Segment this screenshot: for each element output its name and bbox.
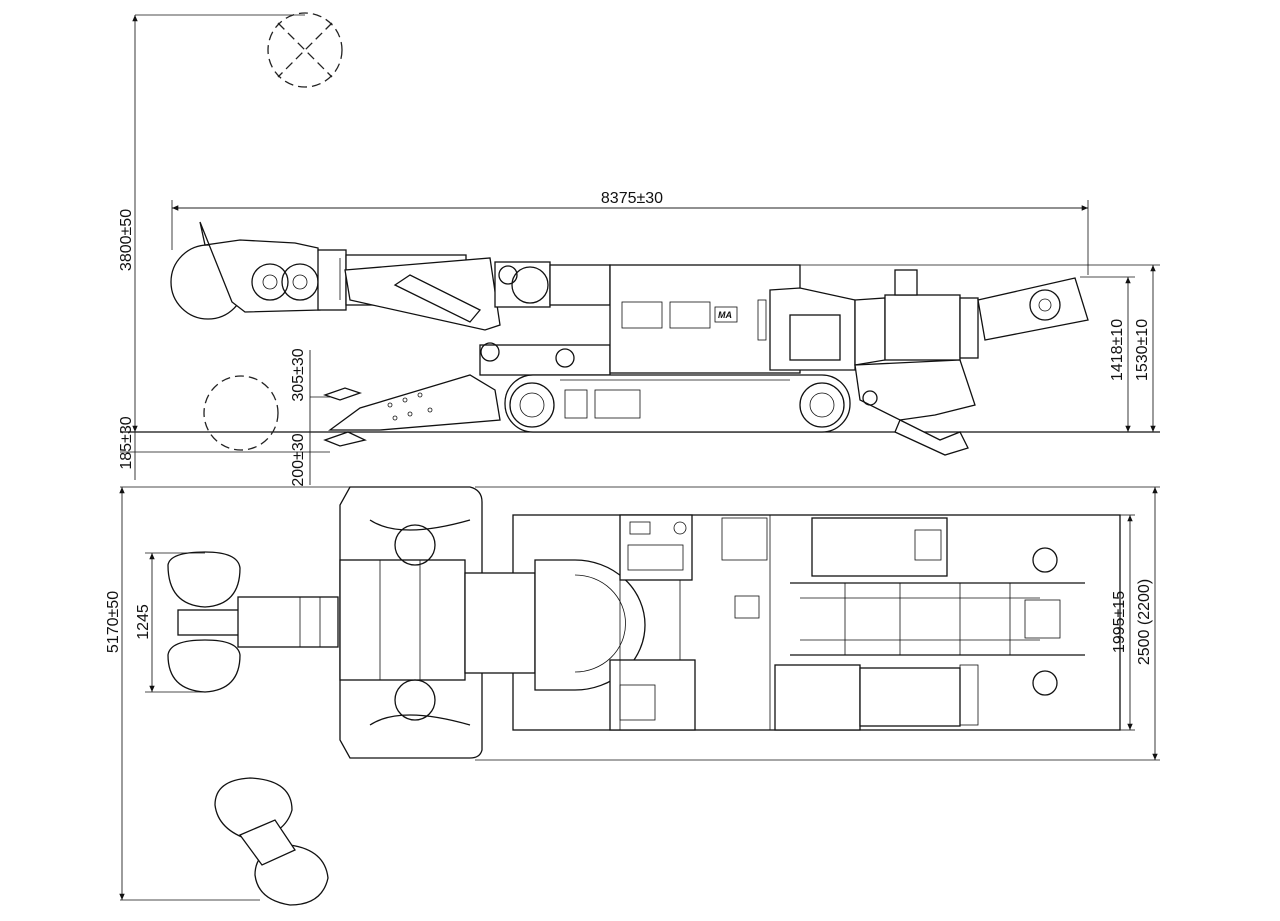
side-view: MA bbox=[118, 12, 1160, 487]
dim-overall-width: 2500 (2200) bbox=[1136, 579, 1153, 665]
dim-undercut-depth: 185±30 bbox=[118, 416, 135, 469]
dim-shovel-lift: 305±30 bbox=[290, 348, 307, 401]
cutter-lower-position bbox=[203, 375, 279, 451]
cutter-heads-swung bbox=[214, 777, 329, 906]
loading-plate bbox=[339, 486, 483, 759]
machine-marking: MA bbox=[718, 310, 732, 320]
machine-body: MA bbox=[609, 264, 856, 374]
cutting-boom bbox=[170, 221, 611, 331]
cutter-heads-top bbox=[167, 551, 339, 693]
cutter-upper-position bbox=[267, 12, 343, 88]
dim-total-height: 1530±10 bbox=[1134, 319, 1151, 381]
dim-cutting-width: 5170±50 bbox=[105, 591, 122, 653]
side-dimensions: 8375±30 3800±50 185±30 305±30 200±30 141… bbox=[118, 15, 1160, 487]
loading-shovel bbox=[322, 342, 611, 447]
dim-track-gauge: 1995±15 bbox=[1111, 591, 1128, 653]
dim-shovel-drop: 200±30 bbox=[290, 433, 307, 486]
dim-overall-length: 8375±30 bbox=[601, 190, 663, 207]
machine-body-top bbox=[464, 514, 1121, 731]
crawler-track bbox=[504, 374, 851, 433]
dim-cutter-head-width: 1245 bbox=[135, 604, 152, 640]
top-dimensions: 5170±50 1245 1995±15 2500 (2200) bbox=[105, 487, 1158, 900]
dim-cutting-height: 3800±50 bbox=[118, 209, 135, 271]
rear-section bbox=[854, 269, 1089, 456]
dim-body-height: 1418±10 bbox=[1109, 319, 1126, 381]
conveyor-top bbox=[790, 547, 1085, 696]
top-view: 5170±50 1245 1995±15 2500 (2200) bbox=[105, 486, 1160, 906]
